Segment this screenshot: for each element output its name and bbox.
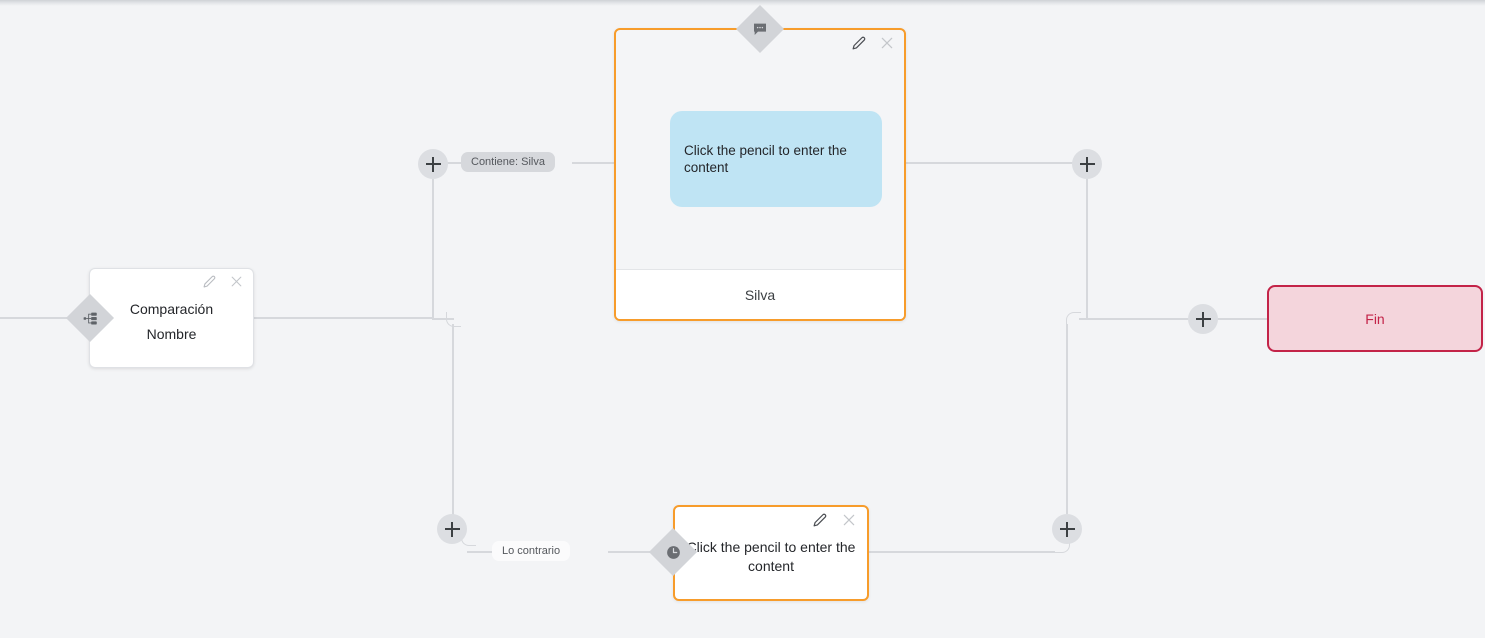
- close-icon[interactable]: [230, 275, 243, 288]
- edge-label-to-top-message: [572, 162, 616, 164]
- plus-icon-v: [1086, 156, 1088, 172]
- node-end[interactable]: Fin: [1267, 285, 1483, 352]
- edge-split-right: [432, 318, 454, 320]
- edge-merge-to-end-plus: [1079, 318, 1189, 320]
- node-comparison[interactable]: Comparación Nombre: [89, 268, 254, 368]
- add-step-button-bottom-branch[interactable]: [437, 514, 467, 544]
- clock-icon: [656, 535, 690, 569]
- plus-icon-v: [451, 521, 453, 537]
- node-message-bottom-text: Click the pencil to enter the content: [686, 539, 856, 574]
- node-comparison-title-line2: Nombre: [146, 326, 197, 342]
- edge-bottom-merge-up: [1066, 324, 1068, 514]
- node-comparison-title-line1: Comparación: [129, 301, 214, 317]
- add-step-button-top-branch[interactable]: [418, 149, 448, 179]
- node-message-top-bubble[interactable]: Click the pencil to enter the content: [670, 111, 882, 207]
- node-comparison-badge[interactable]: [65, 293, 115, 343]
- edge-split-down-to-bottom-plus: [452, 324, 454, 529]
- node-message-top-tools: [852, 36, 894, 50]
- edge-comparison-out: [254, 317, 434, 319]
- edge-bottom-plus-to-label: [467, 551, 494, 553]
- node-comparison-tools: [203, 275, 243, 288]
- canvas-top-shadow: [0, 0, 1485, 6]
- node-message-top-badge[interactable]: [735, 4, 785, 54]
- plus-icon-v: [432, 156, 434, 172]
- node-message-bottom-badge[interactable]: [648, 527, 698, 577]
- edge-top-merge-down: [1086, 178, 1088, 318]
- add-step-button-after-top-message[interactable]: [1072, 149, 1102, 179]
- node-end-label: Fin: [1365, 310, 1385, 327]
- chat-bubble-icon: [743, 12, 777, 46]
- sitemap-icon: [73, 301, 107, 335]
- add-step-button-before-end[interactable]: [1188, 304, 1218, 334]
- edge-canvas-left-to-comparison: [0, 317, 76, 319]
- pencil-icon[interactable]: [203, 275, 216, 288]
- add-step-button-after-bottom-message[interactable]: [1052, 514, 1082, 544]
- node-message-bottom[interactable]: Click the pencil to enter the content: [673, 505, 869, 601]
- plus-icon-v: [1066, 521, 1068, 537]
- edge-bottom-message-out: [869, 551, 1055, 553]
- edge-label-branch-true[interactable]: Contiene: Silva: [461, 152, 555, 172]
- node-message-bottom-tools: [813, 513, 856, 527]
- edge-corner-merge-topleft: [1066, 312, 1081, 327]
- edge-top-message-out: [906, 162, 1073, 164]
- edge-corner-split-down: [446, 312, 461, 327]
- pencil-icon[interactable]: [852, 36, 866, 50]
- close-icon[interactable]: [842, 513, 856, 527]
- node-message-top-footer: Silva: [616, 269, 904, 319]
- plus-icon-v: [1202, 311, 1204, 327]
- edge-split-up-to-top-plus: [432, 179, 434, 318]
- close-icon[interactable]: [880, 36, 894, 50]
- node-message-top-bubble-text: Click the pencil to enter the content: [684, 143, 847, 175]
- edge-label-branch-false[interactable]: Lo contrario: [492, 541, 571, 561]
- pencil-icon[interactable]: [813, 513, 827, 527]
- edge-end-plus-to-end-node: [1217, 318, 1269, 320]
- node-message-top[interactable]: Click the pencil to enter the content Si…: [614, 28, 906, 321]
